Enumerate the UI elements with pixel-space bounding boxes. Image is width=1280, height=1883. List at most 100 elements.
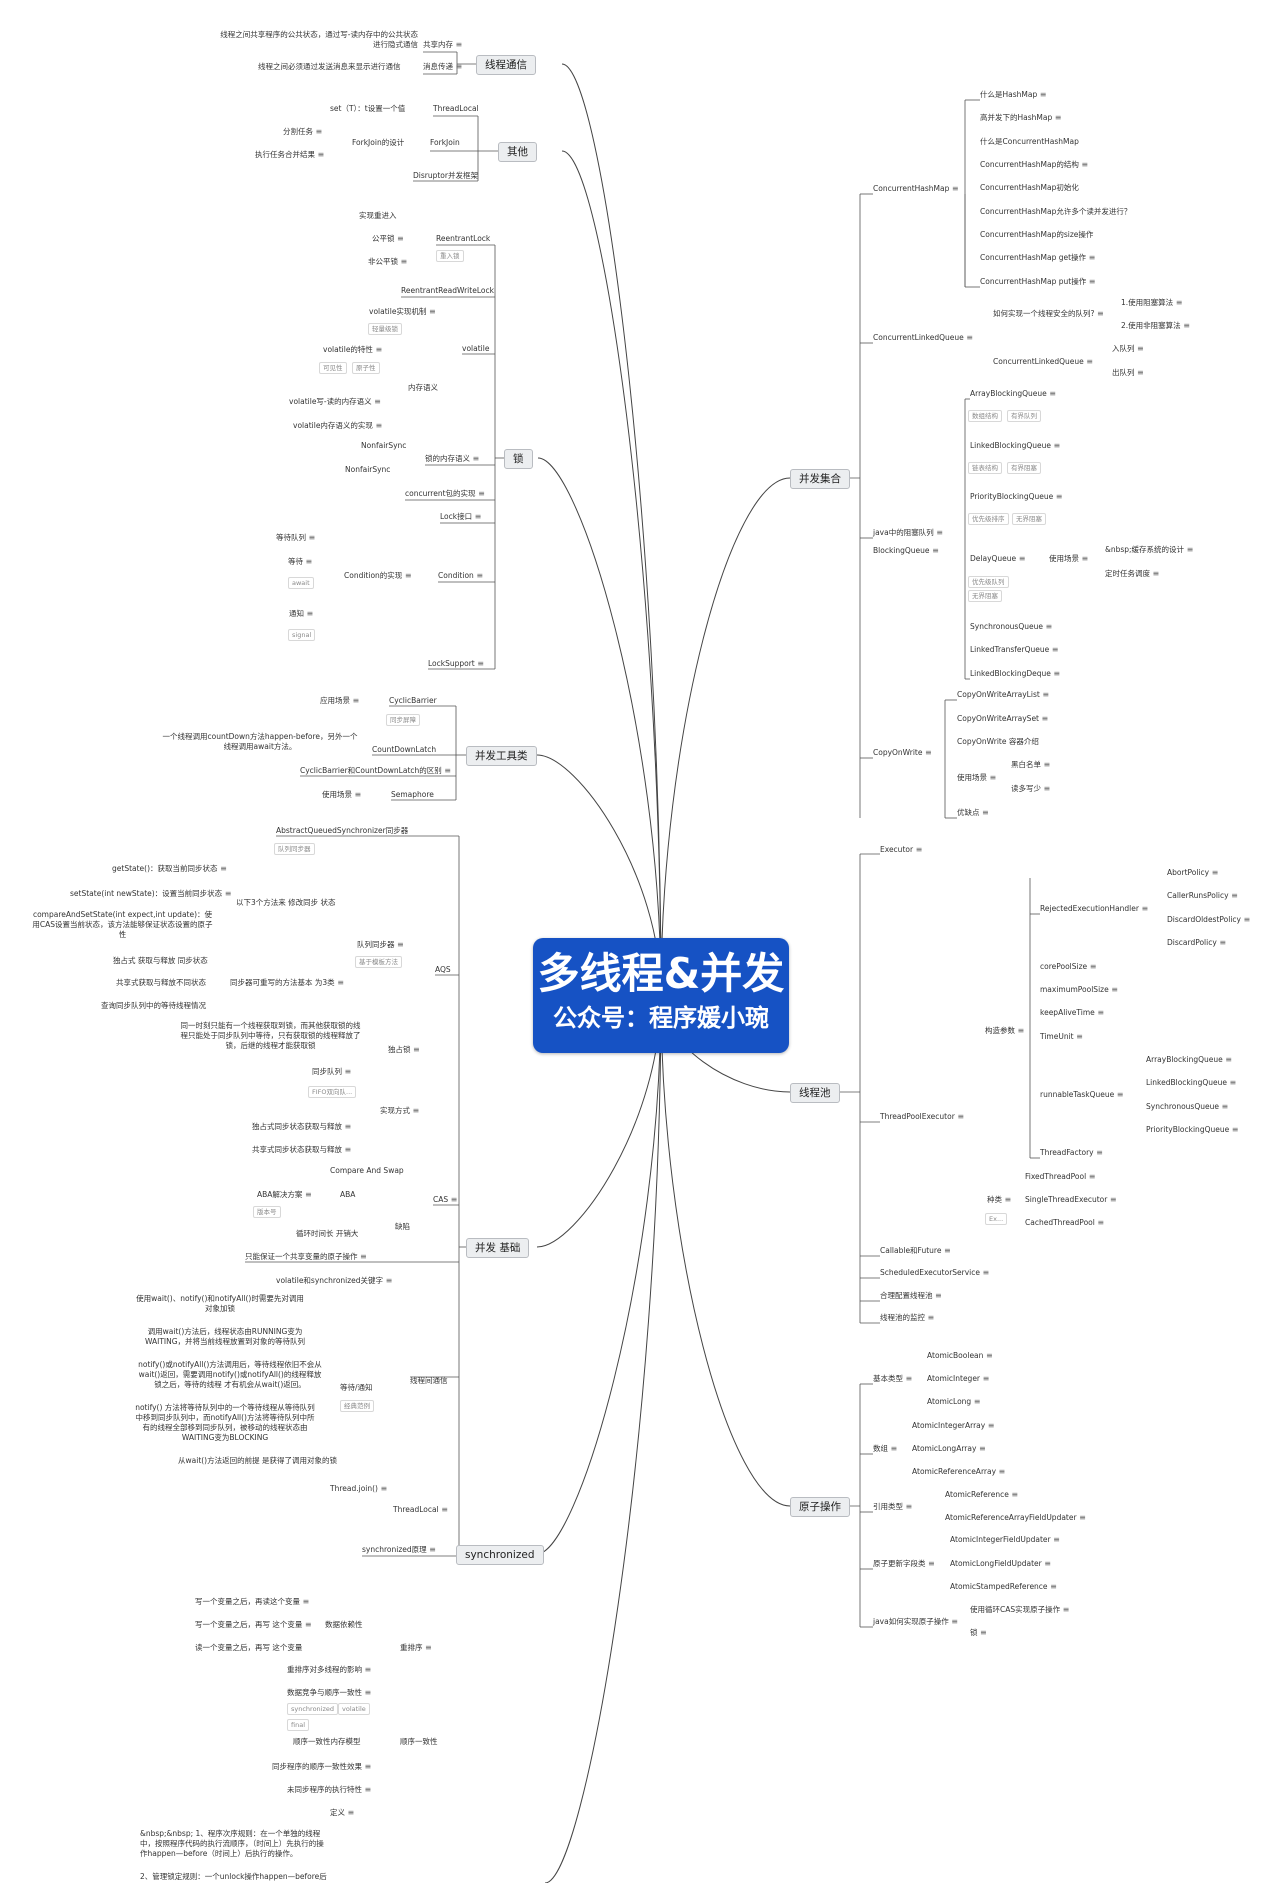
branch-concurrent-tools[interactable]: 并发工具类 xyxy=(466,746,537,766)
note-icon[interactable]: ≡ xyxy=(473,571,484,580)
topic-node[interactable]: 2.使用非阻塞算法 ≡ xyxy=(1121,321,1190,331)
topic-node[interactable]: SynchronousQueue ≡ xyxy=(970,622,1052,632)
topic-node[interactable]: 非公平锁 ≡ xyxy=(368,257,407,267)
topic-node[interactable]: LinkedBlockingQueue ≡ xyxy=(1146,1078,1236,1088)
topic-node[interactable]: notify() 方法将等待队列中的一个等待线程从等待队列中移到同步队列中，而n… xyxy=(135,1403,315,1443)
branch-other[interactable]: 其他 xyxy=(498,142,537,162)
topic-node[interactable]: 数组 ≡ xyxy=(873,1444,897,1454)
topic-node[interactable]: 如何实现一个线程安全的队列? ≡ xyxy=(993,309,1104,319)
topic-node[interactable]: 独占式 获取与释放 同步状态 xyxy=(113,956,208,966)
note-icon[interactable]: ≡ xyxy=(342,1122,352,1131)
topic-node[interactable]: BlockingQueue ≡ xyxy=(873,546,939,556)
topic-node[interactable]: 实现重进入 xyxy=(359,211,397,221)
note-icon[interactable]: ≡ xyxy=(954,1112,965,1121)
note-icon[interactable]: ≡ xyxy=(1046,389,1056,398)
note-icon[interactable]: ≡ xyxy=(362,1785,372,1794)
note-icon[interactable]: ≡ xyxy=(1094,1008,1105,1017)
note-icon[interactable]: ≡ xyxy=(362,1762,372,1771)
topic-node[interactable]: 使用场景 ≡ xyxy=(322,790,361,800)
note-icon[interactable]: ≡ xyxy=(980,1374,990,1383)
note-icon[interactable]: ≡ xyxy=(1184,545,1194,554)
topic-node[interactable]: CachedThreadPool ≡ xyxy=(1025,1218,1104,1228)
topic-node[interactable]: AtomicReferenceArray ≡ xyxy=(912,1467,1005,1477)
note-icon[interactable]: ≡ xyxy=(1041,1559,1051,1568)
topic-node[interactable]: 合理配置线程池 ≡ xyxy=(880,1291,942,1301)
note-icon[interactable]: ≡ xyxy=(350,696,360,705)
topic-node[interactable]: 基本类型 ≡ xyxy=(873,1374,912,1384)
note-icon[interactable]: ≡ xyxy=(345,1808,355,1817)
topic-node[interactable]: volatile和synchronized关键字 ≡ xyxy=(276,1276,392,1286)
topic-node[interactable]: 什么是ConcurrentHashMap xyxy=(980,137,1079,147)
note-icon[interactable]: ≡ xyxy=(1229,1125,1239,1134)
note-icon[interactable]: ≡ xyxy=(422,1643,432,1652)
note-icon[interactable]: ≡ xyxy=(377,1484,388,1493)
topic-node[interactable]: 以下3个方法来 修改同步 状态 xyxy=(236,898,336,908)
topic-node[interactable]: 未同步程序的执行特性 ≡ xyxy=(287,1785,371,1795)
topic-node[interactable]: TimeUnit ≡ xyxy=(1040,1032,1083,1042)
note-icon[interactable]: ≡ xyxy=(304,609,314,618)
note-icon[interactable]: ≡ xyxy=(933,528,943,537)
note-icon[interactable]: ≡ xyxy=(1049,645,1059,654)
note-icon[interactable]: ≡ xyxy=(996,1467,1006,1476)
topic-node[interactable]: AtomicReferenceArrayFieldUpdater ≡ xyxy=(945,1513,1086,1523)
note-icon[interactable]: ≡ xyxy=(1039,714,1049,723)
topic-node[interactable]: ForkJoin的设计 xyxy=(352,138,404,148)
note-icon[interactable]: ≡ xyxy=(1060,1605,1070,1614)
note-icon[interactable]: ≡ xyxy=(925,1559,935,1568)
topic-node[interactable]: &nbsp;&nbsp; 1、程序次序规则：在一个单独的线程中，按照程序代码的执… xyxy=(140,1829,330,1859)
topic-node[interactable]: 锁 ≡ xyxy=(970,1628,987,1638)
note-icon[interactable]: ≡ xyxy=(948,1617,958,1626)
topic-node[interactable]: ConcurrentHashMap的size操作 xyxy=(980,230,1093,240)
note-icon[interactable]: ≡ xyxy=(922,748,932,757)
topic-node[interactable]: 使用循环CAS实现原子操作 ≡ xyxy=(970,1605,1069,1615)
note-icon[interactable]: ≡ xyxy=(372,421,383,430)
note-icon[interactable]: ≡ xyxy=(1050,1535,1060,1544)
note-icon[interactable]: ≡ xyxy=(1180,321,1190,330)
branch-thread-communication[interactable]: 线程通信 xyxy=(476,55,536,75)
note-icon[interactable]: ≡ xyxy=(1079,554,1089,563)
topic-node[interactable]: SingleThreadExecutor ≡ xyxy=(1025,1195,1117,1205)
topic-node[interactable]: AQS xyxy=(435,965,451,975)
topic-node[interactable]: volatile的特性 ≡ xyxy=(323,345,382,355)
topic-node[interactable]: volatile写-读的内存语义 ≡ xyxy=(289,397,381,407)
note-icon[interactable]: ≡ xyxy=(371,397,381,406)
topic-node[interactable]: 构造参数 ≡ xyxy=(985,1026,1024,1036)
note-icon[interactable]: ≡ xyxy=(1016,554,1026,563)
topic-node[interactable]: synchronized原理 ≡ xyxy=(362,1545,436,1555)
topic-node[interactable]: 共享式同步状态获取与释放 ≡ xyxy=(252,1145,351,1155)
note-icon[interactable]: ≡ xyxy=(1037,90,1047,99)
topic-node[interactable]: ConcurrentHashMap允许多个读并发进行？ xyxy=(980,207,1131,217)
topic-node[interactable]: 引用类型 ≡ xyxy=(873,1502,912,1512)
topic-node[interactable]: AtomicIntegerArray ≡ xyxy=(912,1421,994,1431)
topic-node[interactable]: 重排序对多线程的影响 ≡ xyxy=(287,1665,371,1675)
topic-node[interactable]: 消息传递 ≡ xyxy=(423,62,462,72)
topic-node[interactable]: 等待队列 ≡ xyxy=(276,533,315,543)
note-icon[interactable]: ≡ xyxy=(1173,298,1183,307)
topic-node[interactable]: 从wait()方法返回的前提 是获得了调用对象的锁 xyxy=(178,1456,337,1466)
note-icon[interactable]: ≡ xyxy=(1053,492,1063,501)
note-icon[interactable]: ≡ xyxy=(903,1502,913,1511)
topic-node[interactable]: 独占锁 ≡ xyxy=(388,1045,420,1055)
topic-node[interactable]: 实现方式 ≡ xyxy=(380,1106,419,1116)
topic-node[interactable]: ConcurrentHashMap get操作 ≡ xyxy=(980,253,1095,263)
topic-node[interactable]: 分割任务 ≡ xyxy=(283,127,322,137)
note-icon[interactable]: ≡ xyxy=(1015,1026,1025,1035)
note-icon[interactable]: ≡ xyxy=(1240,915,1251,924)
note-icon[interactable]: ≡ xyxy=(977,1628,987,1637)
topic-node[interactable]: volatile xyxy=(462,344,489,354)
branch-concurrency-basics[interactable]: 并发 基础 xyxy=(466,1238,530,1258)
topic-node[interactable]: ReentrantLock xyxy=(436,234,490,244)
topic-node[interactable]: 循环时间长 开销大 xyxy=(296,1229,358,1239)
note-icon[interactable]: ≡ xyxy=(1150,569,1160,578)
topic-node[interactable]: setState(int newState)：设置当前同步状态 ≡ xyxy=(70,889,231,899)
note-icon[interactable]: ≡ xyxy=(448,1195,458,1204)
note-icon[interactable]: ≡ xyxy=(1093,1148,1103,1157)
topic-node[interactable]: ThreadPoolExecutor ≡ xyxy=(880,1112,964,1122)
branch-atomic-operations[interactable]: 原子操作 xyxy=(790,1497,850,1517)
topic-node[interactable]: ThreadLocal xyxy=(433,104,479,114)
topic-node[interactable]: 使用场景 ≡ xyxy=(1049,554,1088,564)
note-icon[interactable]: ≡ xyxy=(1050,669,1061,678)
topic-node[interactable]: volatile内存语义的实现 ≡ xyxy=(293,421,382,431)
note-icon[interactable]: ≡ xyxy=(1086,1172,1096,1181)
topic-node[interactable]: 独占式同步状态获取与释放 ≡ xyxy=(252,1122,351,1132)
